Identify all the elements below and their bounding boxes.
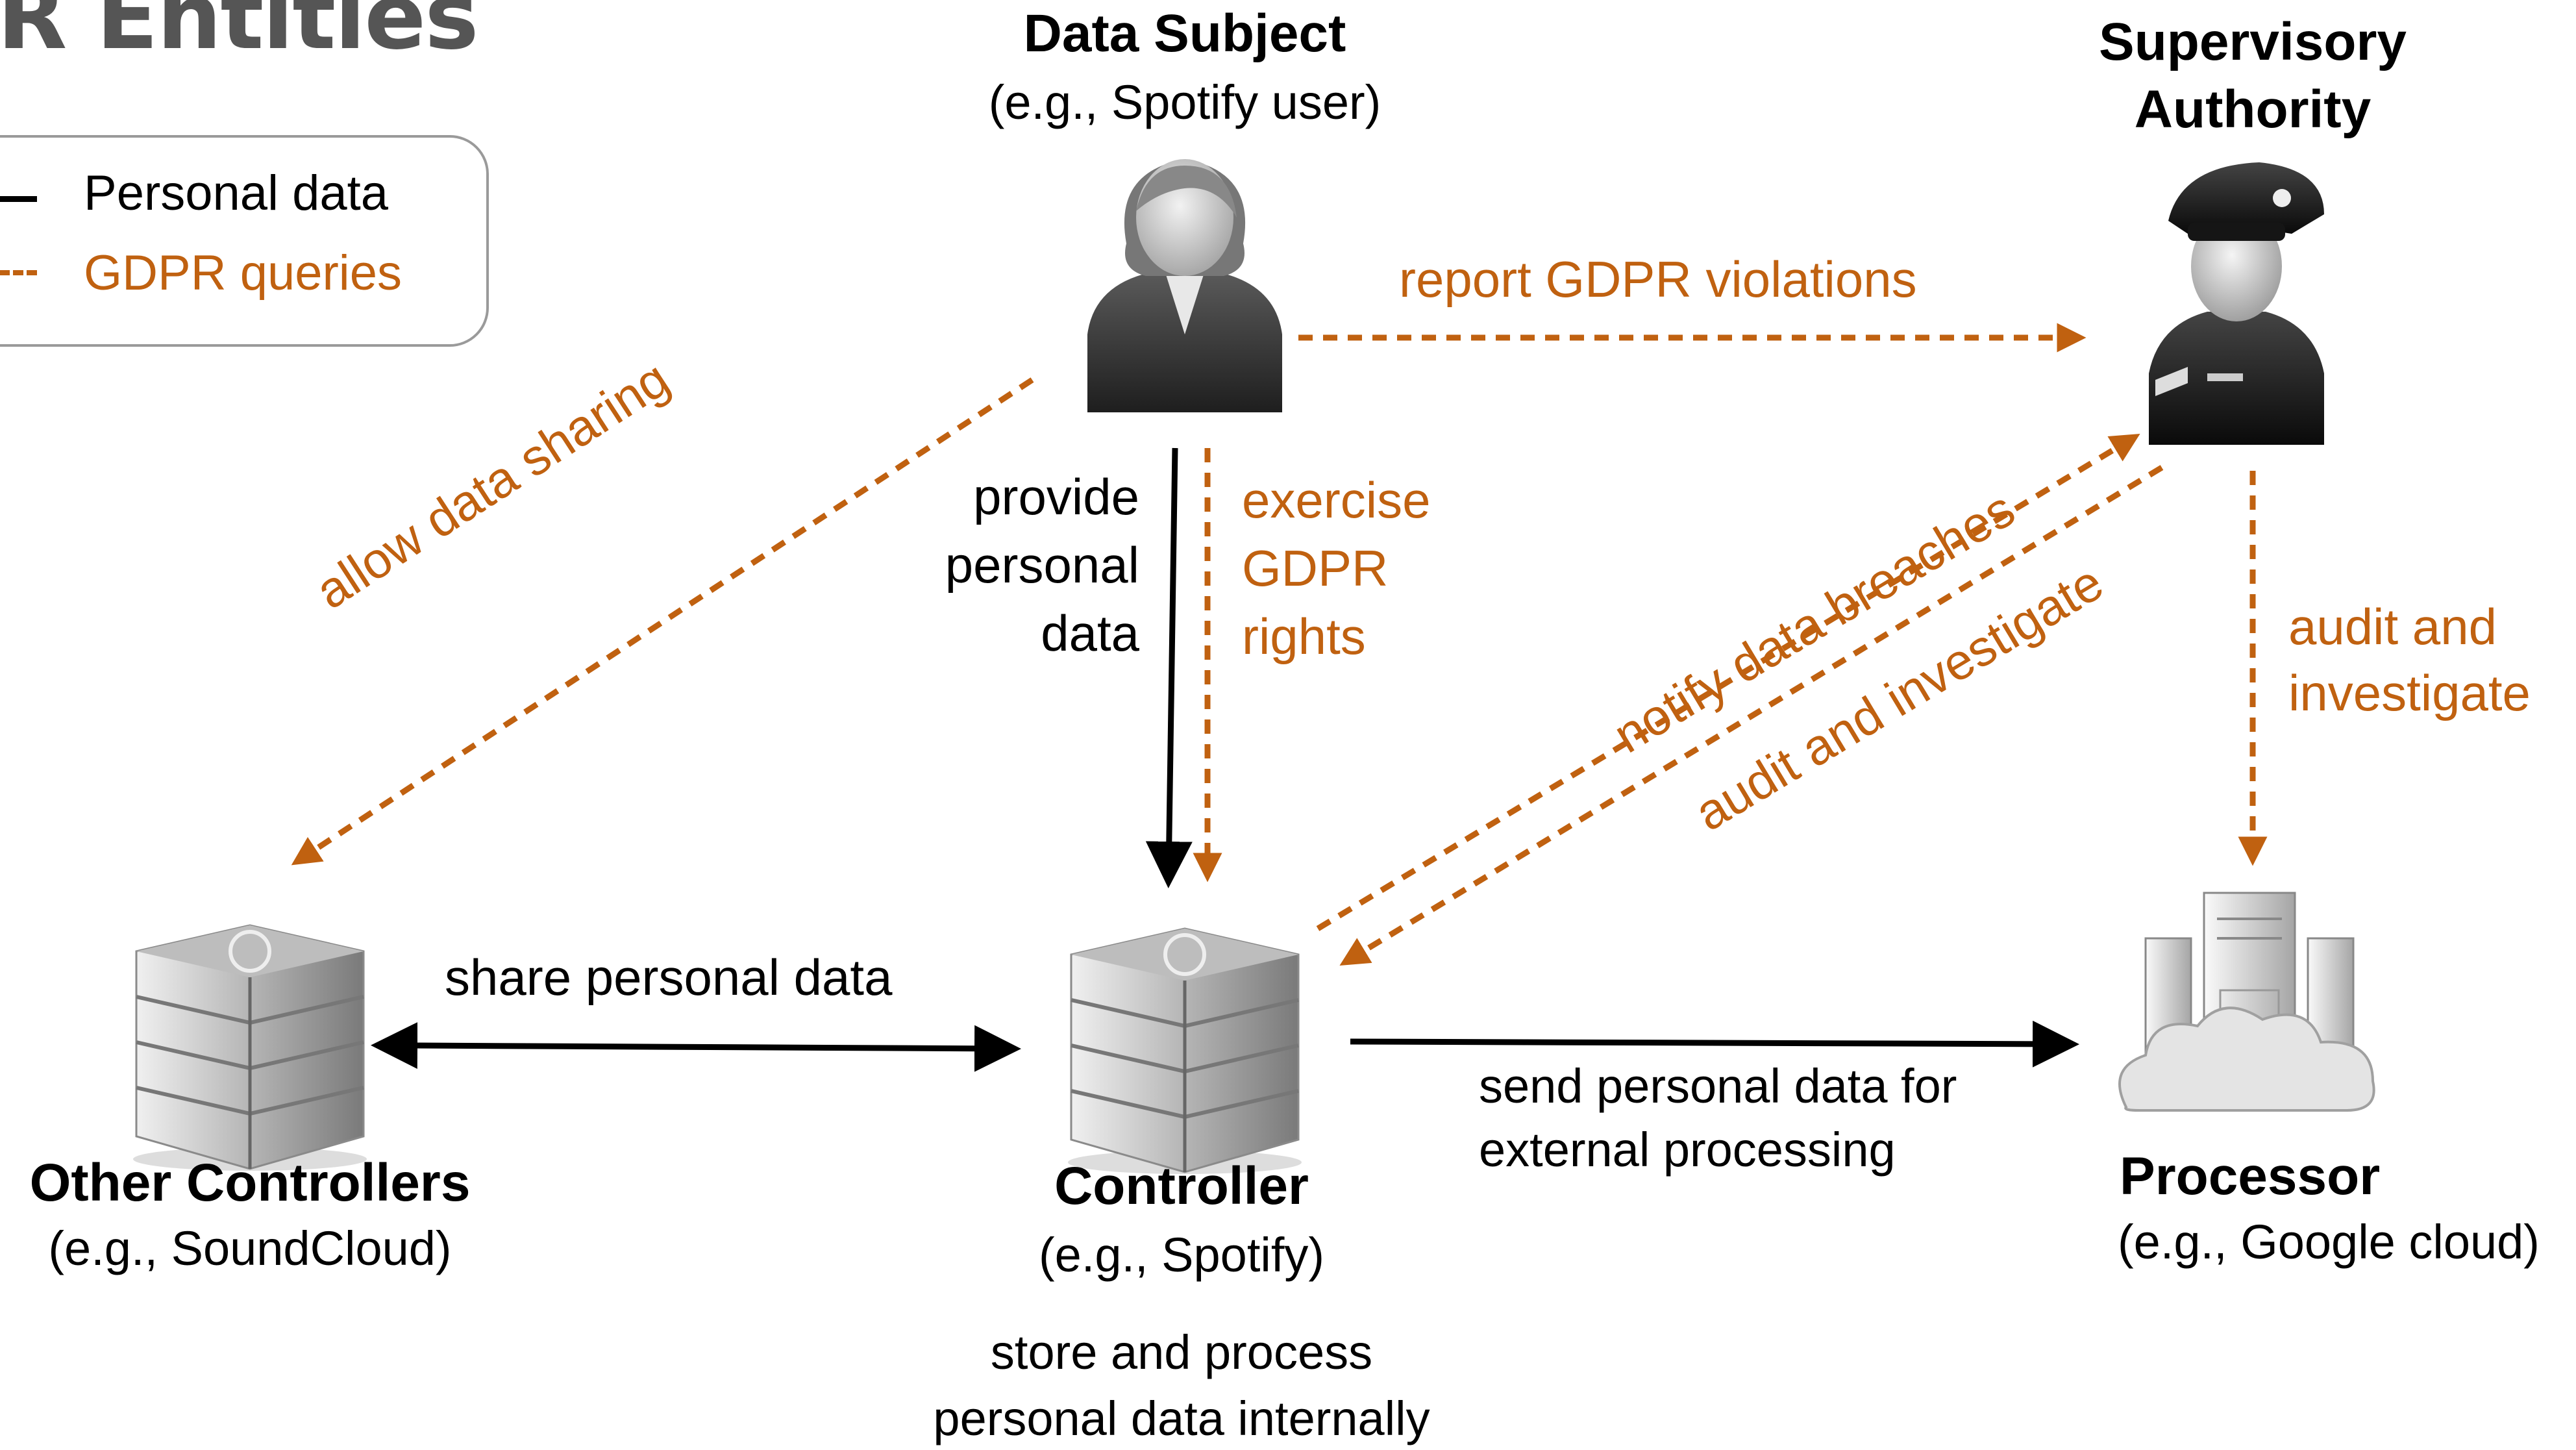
person-icon [1087, 159, 1282, 412]
legend-dashed-line [0, 270, 37, 275]
other-controllers-example: (e.g., SoundCloud) [48, 1221, 452, 1275]
label-provide-line3: data [1041, 605, 1139, 662]
label-send-line2: external processing [1479, 1123, 1896, 1177]
arrow-send-data [1350, 1020, 2079, 1068]
processor-name: Processor [2120, 1147, 2381, 1206]
cloud-server-icon [2118, 892, 2375, 1112]
label-exercise-line2: GDPR [1242, 540, 1389, 597]
supervisory-authority-name-line2: Authority [2134, 80, 2372, 139]
controller-example: (e.g., Spotify) [1038, 1228, 1325, 1282]
controller-name: Controller [1054, 1156, 1309, 1216]
building-icon [133, 924, 367, 1171]
arrow-notify-breaches [1316, 434, 2140, 931]
label-send-line1: send personal data for [1479, 1059, 1957, 1113]
arrow-provide-data [1145, 447, 1193, 888]
legend-solid-line [0, 196, 37, 202]
label-exercise-line1: exercise [1242, 471, 1431, 529]
label-exercise-line3: rights [1242, 608, 1366, 665]
controller-note-line2: personal data internally [933, 1392, 1430, 1445]
label-provide-line2: personal [945, 536, 1139, 594]
label-share-data: share personal data [445, 949, 893, 1006]
diagram-title: PR Entities [0, 0, 479, 70]
supervisory-authority-name-line1: Supervisory [2099, 12, 2407, 71]
data-subject-example: (e.g., Spotify user) [988, 75, 1381, 129]
police-officer-icon [2149, 162, 2324, 445]
other-controllers-name: Other Controllers [29, 1153, 471, 1212]
controller-note-line1: store and process [990, 1325, 1373, 1379]
processor-example: (e.g., Google cloud) [2118, 1215, 2540, 1269]
label-provide-line1: provide [973, 468, 1139, 525]
legend-personal-data: Personal data [84, 166, 388, 221]
building-icon [1068, 927, 1302, 1174]
arrow-audit-controller [1339, 465, 2164, 966]
legend-gdpr-queries: GDPR queries [84, 245, 402, 301]
arrow-share-data [371, 1022, 1021, 1072]
legend: Personal data GDPR queries [0, 135, 489, 347]
label-audit-processor-line2: investigate [2288, 664, 2531, 721]
label-report-violations: report GDPR violations [1399, 251, 1917, 308]
label-audit-processor-line1: audit and [2288, 598, 2497, 655]
data-subject-name: Data Subject [1023, 4, 1346, 63]
